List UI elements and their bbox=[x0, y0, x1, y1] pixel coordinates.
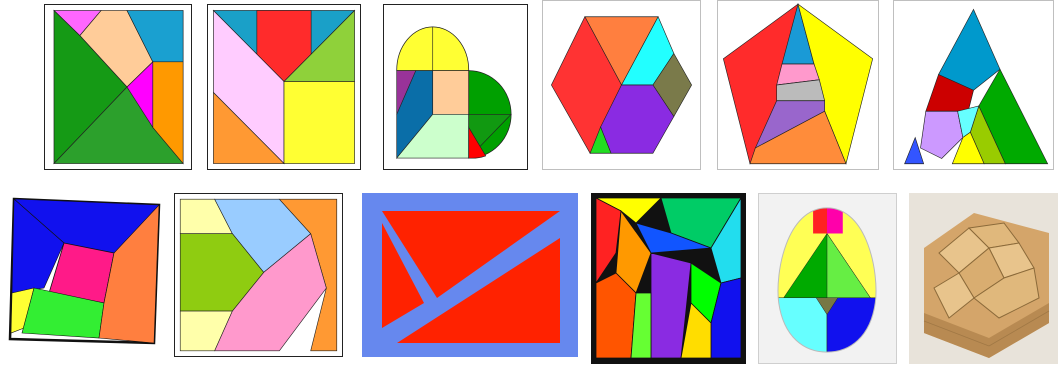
tangram-heart-drawing bbox=[384, 5, 527, 169]
tangram-pentagon bbox=[717, 0, 879, 170]
tangram-square-tilted-drawing bbox=[4, 193, 162, 353]
tangram-hexagon bbox=[542, 0, 701, 170]
tangram-square-seven-piece bbox=[44, 4, 192, 170]
tangram-square-chevron bbox=[207, 4, 361, 170]
tangram-rectangle-multicolor bbox=[591, 193, 746, 364]
tangram-rectangle-red bbox=[362, 193, 578, 357]
tangram-heart bbox=[383, 4, 528, 170]
tangram-rectangle-multicolor-drawing bbox=[591, 193, 746, 364]
tangram-square-arrow-drawing bbox=[175, 194, 342, 356]
tangram-rectangle-red-drawing bbox=[362, 193, 578, 357]
wooden-puzzle-photo-drawing bbox=[909, 193, 1058, 364]
tangram-square-arrow bbox=[174, 193, 343, 357]
tangram-hexagon-drawing bbox=[543, 1, 700, 169]
tangram-square-chevron-drawing bbox=[208, 5, 360, 169]
tangram-pentagon-drawing bbox=[718, 1, 878, 169]
tangram-square-seven-piece-drawing bbox=[45, 5, 191, 169]
tangram-triangle-drawing bbox=[894, 1, 1053, 169]
tangram-egg bbox=[758, 193, 897, 364]
tangram-egg-drawing bbox=[759, 194, 896, 363]
tangram-triangle bbox=[893, 0, 1054, 170]
wooden-puzzle-photo bbox=[909, 193, 1058, 364]
tangram-square-tilted bbox=[4, 193, 162, 353]
